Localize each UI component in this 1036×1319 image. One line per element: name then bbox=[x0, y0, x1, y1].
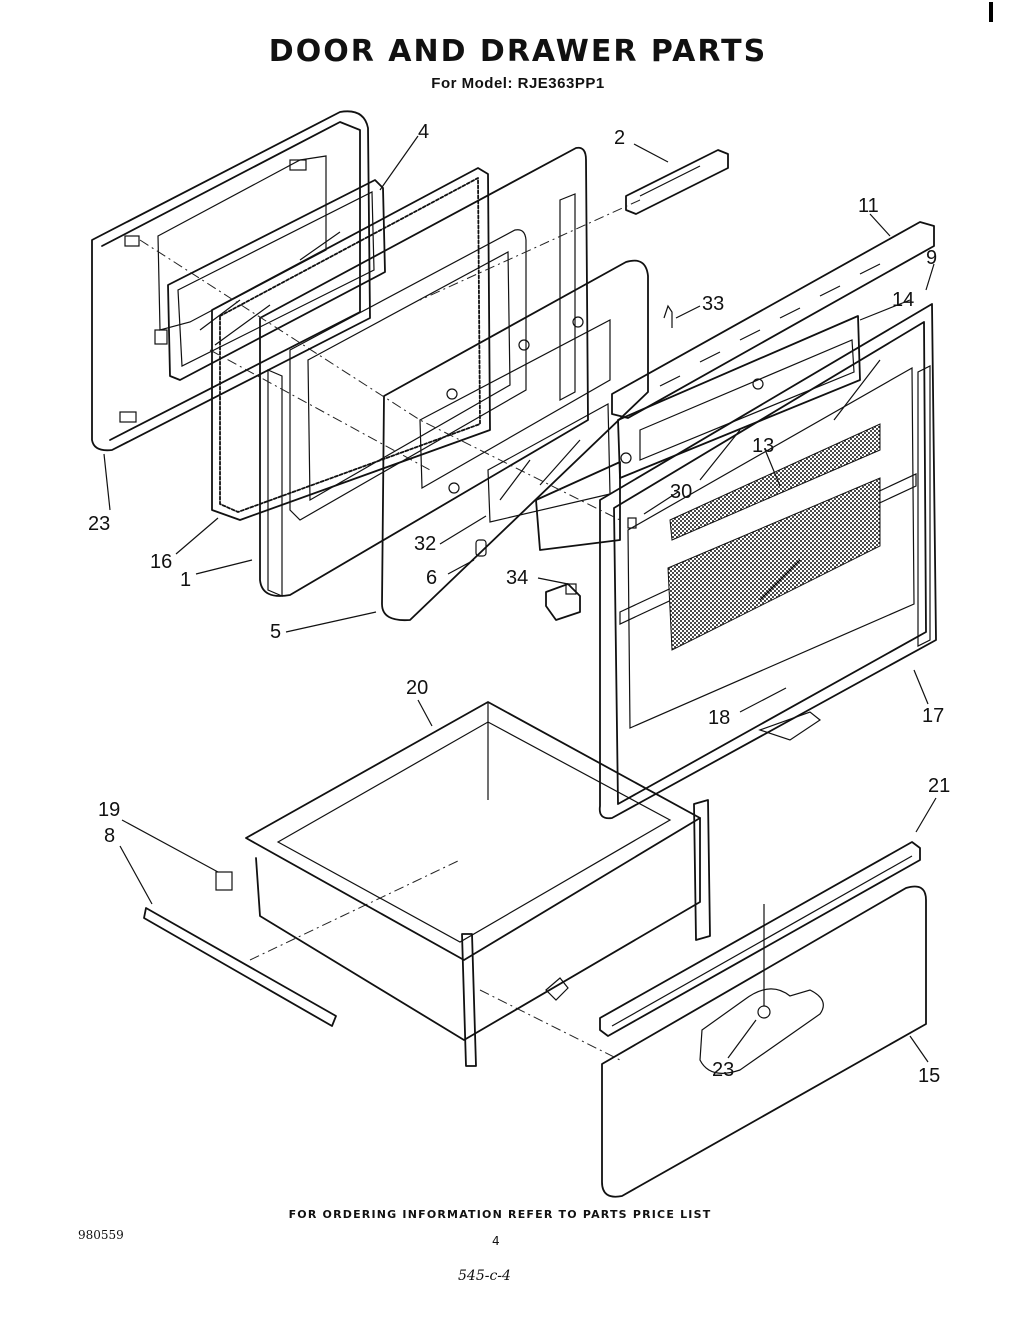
callout-9: 9 bbox=[926, 247, 937, 269]
part-14-window-door-frame bbox=[598, 303, 937, 820]
part-15-door-gasket bbox=[211, 167, 491, 521]
part-9-side-strip bbox=[917, 365, 931, 647]
callout-17: 19 bbox=[98, 799, 120, 821]
callout-8: 8 bbox=[104, 825, 115, 847]
model-subtitle: For Model: RJE363PP1 bbox=[431, 75, 605, 92]
page-title: DOOR AND DRAWER PARTS bbox=[268, 34, 768, 69]
callout-23: 23 bbox=[88, 513, 110, 535]
callout-33: 33 bbox=[702, 293, 724, 315]
part-17-drawer-clip bbox=[215, 871, 233, 891]
part-33-clip bbox=[663, 304, 673, 328]
callout-5: 5 bbox=[270, 621, 281, 643]
callout-6: 6 bbox=[426, 567, 437, 589]
part-1-inner-door-liner bbox=[259, 146, 589, 597]
document-code: 980559 bbox=[78, 1228, 124, 1242]
part-8-drawer-rod bbox=[143, 907, 337, 1027]
callout-19: 15 bbox=[918, 1065, 940, 1087]
part-13-liner-panel bbox=[617, 315, 861, 479]
callout-18: 20 bbox=[406, 677, 428, 699]
callout-leaders bbox=[103, 135, 937, 1063]
callout-34: 34 bbox=[506, 567, 528, 589]
callout-30: 30 bbox=[670, 481, 692, 503]
callout-20: 23 bbox=[712, 1059, 734, 1081]
corner-marker bbox=[989, 2, 993, 22]
part-18-storage-drawer bbox=[245, 701, 711, 1067]
callout-13: 14 bbox=[892, 289, 914, 311]
handwritten-reference: 545-c-4 bbox=[458, 1268, 511, 1284]
part-30-support bbox=[535, 461, 637, 551]
callout-4: 4 bbox=[418, 121, 429, 143]
callout-32: 32 bbox=[414, 533, 436, 555]
part-34-hinge bbox=[545, 583, 581, 621]
callout-15: 16 bbox=[150, 551, 172, 573]
callout-1: 1 bbox=[180, 569, 191, 591]
callout-11: 11 bbox=[858, 195, 879, 217]
callout-12: 13 bbox=[752, 435, 774, 457]
ordering-note: FOR ORDERING INFORMATION REFER TO PARTS … bbox=[288, 1208, 712, 1221]
callout-16: 18 bbox=[708, 707, 730, 729]
callout-14: 17 bbox=[922, 705, 944, 727]
part-21-drawer-trim bbox=[599, 841, 921, 1037]
part-4-inner-glass bbox=[167, 179, 386, 381]
callout-numbers: 23 16 1 5 4 2 11 9 14 33 13 30 32 6 34 1… bbox=[88, 121, 950, 1087]
part-2-vent-strip bbox=[625, 149, 729, 215]
page-number: 4 bbox=[492, 1234, 500, 1248]
callout-2: 2 bbox=[614, 127, 625, 149]
part-11-top-trim bbox=[611, 221, 935, 419]
callout-21: 21 bbox=[928, 775, 950, 797]
part-6-spacer bbox=[475, 539, 487, 557]
part-23-outer-door-panel bbox=[91, 110, 371, 452]
part-19-drawer-front-panel bbox=[601, 885, 927, 1198]
